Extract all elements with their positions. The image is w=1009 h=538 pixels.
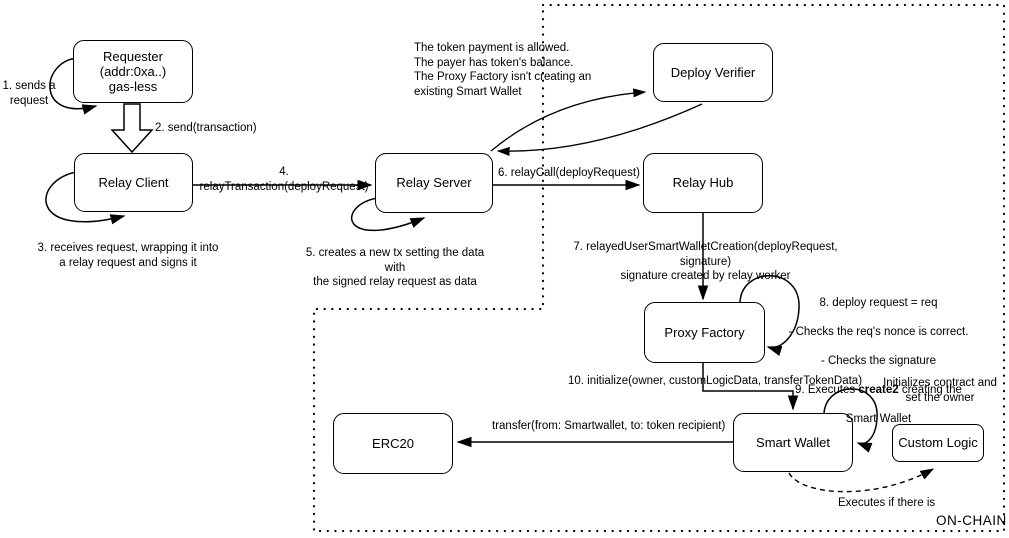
arrow-server-to-verifier: [490, 88, 647, 152]
label-step6: 6. relayCall(deployRequest): [498, 167, 640, 179]
node-relay-hub: Relay Hub: [643, 153, 763, 213]
loop-relay-server: [351, 197, 426, 232]
label-step4: 4. relayTransaction(deployRequest): [199, 166, 369, 193]
label-step2: 2. send(transaction): [155, 122, 257, 134]
node-relay-server: Relay Server: [375, 153, 493, 213]
label-init-note: Initializes contract and set the owner: [883, 377, 997, 404]
note-8-line1: 8. deploy request = req: [819, 296, 938, 309]
node-requester: Requester (addr:0xa..) gas-less: [73, 40, 193, 103]
loop-requester: [49, 57, 98, 115]
send-transaction-block-arrow: [110, 103, 154, 154]
label-step3: 3. receives request, wrapping it into a …: [37, 242, 219, 269]
label-step7: 7. relayedUserSmartWalletCreation(deploy…: [573, 241, 838, 283]
node-erc20: ERC20: [333, 413, 453, 474]
arrow-executes-custom-logic: [788, 468, 935, 493]
node-proxy-factory: Proxy Factory: [644, 302, 765, 363]
loop-proxy-factory: [739, 275, 800, 356]
loop-smart-wallet: [823, 388, 878, 453]
label-step5: 5. creates a new tx setting the data wit…: [305, 247, 485, 289]
label-step10: 10. initialize(owner, customLogicData, t…: [568, 375, 863, 387]
node-relay-client: Relay Client: [74, 153, 193, 212]
loop-relay-client: [45, 171, 126, 225]
label-step1: 1. sends a request: [2, 80, 56, 107]
arrow-step10: [702, 363, 799, 411]
note-9-line1: 9. Executes create2 creating the: [795, 384, 962, 397]
note-8-line3: - Checks the signature: [820, 354, 937, 367]
note-9-line2: Smart Wallet: [845, 413, 912, 426]
node-custom-logic: Custom Logic: [892, 424, 984, 462]
note-8-line2: - Checks the req's nonce is correct.: [788, 325, 969, 338]
label-executes-note: Executes if there is: [838, 497, 936, 509]
label-on-chain: ON-CHAIN: [936, 513, 1007, 528]
label-note-8-9: 8. deploy request = req - Checks the req…: [785, 281, 972, 442]
arrow-verifier-to-server: [496, 103, 703, 156]
label-verifier-note: The token payment is allowed. The payer …: [414, 42, 592, 98]
on-chain-boundary: [312, 3, 1006, 533]
create2-bold: create2: [858, 384, 899, 397]
label-transfer: transfer(from: Smartwallet, to: token re…: [492, 420, 726, 432]
node-deploy-verifier: Deploy Verifier: [653, 43, 773, 102]
node-smart-wallet: Smart Wallet: [733, 413, 853, 472]
